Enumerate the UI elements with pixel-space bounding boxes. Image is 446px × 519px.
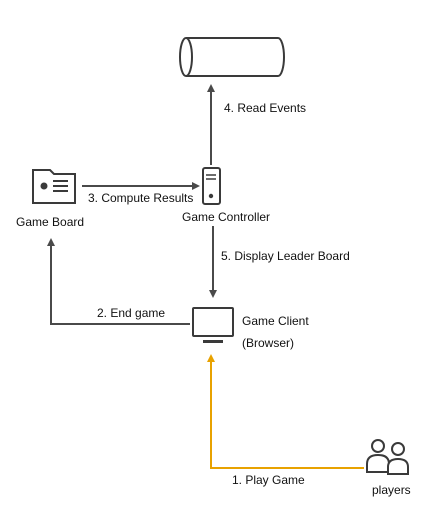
id-card-icon: [32, 169, 76, 204]
edge-compute-results: 3. Compute Results: [82, 182, 200, 205]
node-game-board: Game Board: [16, 169, 84, 229]
label-game-client-sub: (Browser): [242, 336, 294, 350]
edge-play-game: 1. Play Game: [207, 354, 364, 487]
edge-label-play-game: 1. Play Game: [232, 473, 305, 487]
node-players: players: [366, 439, 411, 497]
database-cylinder-icon: [179, 37, 285, 77]
edge-label-compute-results: 3. Compute Results: [88, 191, 193, 205]
label-game-board: Game Board: [16, 215, 84, 229]
label-game-controller: Game Controller: [182, 210, 270, 224]
edge-label-end-game: 2. End game: [97, 306, 165, 320]
users-icon: [366, 439, 409, 475]
edge-label-display-leader-board: 5. Display Leader Board: [221, 249, 350, 263]
edge-end-game: 2. End game: [47, 238, 190, 325]
edge-display-leader-board: 5. Display Leader Board: [209, 226, 350, 298]
node-game-controller: Game Controller: [182, 167, 270, 224]
edge-read-events: 4. Read Events: [207, 84, 306, 165]
edge-label-read-events: 4. Read Events: [224, 101, 306, 115]
server-icon: [202, 167, 221, 205]
node-game-client: Game Client (Browser): [192, 307, 309, 350]
label-game-client: Game Client: [242, 314, 309, 328]
monitor-icon: [192, 307, 234, 343]
label-players: players: [372, 483, 411, 497]
